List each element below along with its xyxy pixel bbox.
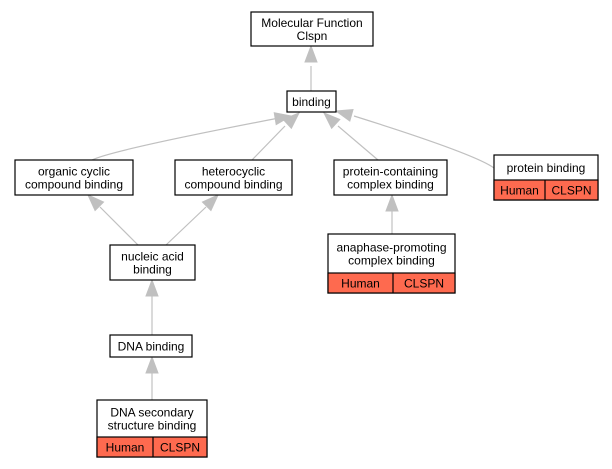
edge-protein-binding-to-binding <box>334 108 495 169</box>
edge-binding-to-molecular-function <box>304 44 318 91</box>
edge-heterocyclic-compound-binding-to-binding <box>251 112 301 161</box>
edges-layer <box>86 44 495 400</box>
node-dna-binding[interactable]: DNA binding <box>109 334 193 358</box>
node-label: nucleic acid <box>121 250 184 264</box>
arrowhead <box>304 44 318 63</box>
node-label: binding <box>292 95 331 109</box>
annotation-gene: CLSPN <box>404 277 444 291</box>
node-box <box>333 159 448 196</box>
node-label: protein-containing <box>343 165 438 179</box>
node-label: complex binding <box>348 254 435 268</box>
node-box <box>109 334 193 358</box>
edge-nucleic-acid-binding-to-organic-cyclic-compound-binding <box>86 193 139 246</box>
node-label: binding <box>133 263 172 277</box>
edge-dna-secondary-structure-binding-to-dna-binding <box>145 355 159 400</box>
node-label: Molecular Function <box>261 16 362 30</box>
node-label: DNA secondary <box>110 406 193 420</box>
edge-organic-cyclic-compound-binding-to-binding <box>91 112 293 161</box>
edge-line <box>251 125 286 161</box>
node-box <box>14 159 134 196</box>
arrowhead <box>334 108 354 122</box>
node-label: complex binding <box>347 178 434 192</box>
node-label: Clspn <box>297 29 328 43</box>
arrowhead <box>145 278 159 297</box>
node-box <box>109 244 196 281</box>
node-label: protein binding <box>507 161 586 175</box>
arrowhead <box>385 193 399 212</box>
node-label: heterocyclic <box>202 165 265 179</box>
annotation-gene: CLSPN <box>160 441 200 455</box>
edge-line <box>165 206 207 246</box>
edge-line <box>353 115 495 169</box>
arrowhead <box>322 112 341 130</box>
annotation-species: Human <box>341 277 380 291</box>
node-label: organic cyclic <box>38 165 110 179</box>
arrowhead <box>86 193 105 212</box>
edge-nucleic-acid-binding-to-heterocyclic-compound-binding <box>165 193 220 246</box>
annotation-tag: Human CLSPN <box>493 179 599 201</box>
node-label: DNA binding <box>118 340 185 354</box>
edge-line <box>99 206 139 246</box>
annotation-background <box>493 179 599 201</box>
node-box <box>286 90 337 113</box>
arrowhead <box>201 193 220 212</box>
edge-line <box>337 125 379 161</box>
node-box <box>174 159 293 196</box>
node-label: compound binding <box>184 178 282 192</box>
edge-anaphase-promoting-complex-binding-to-protein-containing-complex-binding <box>385 193 399 234</box>
edge-line <box>91 117 280 161</box>
node-box <box>250 11 374 47</box>
annotation-gene: CLSPN <box>551 184 591 198</box>
node-label: anaphase-promoting <box>336 241 446 255</box>
arrowhead <box>282 112 301 130</box>
annotation-species: Human <box>106 441 145 455</box>
annotation-tag: Human CLSPN <box>327 272 456 294</box>
edge-protein-containing-complex-binding-to-binding <box>322 112 379 161</box>
node-label: structure binding <box>108 419 197 433</box>
annotation-tag: Human CLSPN <box>96 436 208 458</box>
annotation-background <box>327 272 456 294</box>
node-binding[interactable]: binding <box>286 90 337 113</box>
annotation-species: Human <box>500 184 539 198</box>
node-label: compound binding <box>25 178 123 192</box>
edge-dna-binding-to-nucleic-acid-binding <box>145 278 159 335</box>
annotation-background <box>96 436 208 458</box>
arrowhead <box>145 355 159 374</box>
